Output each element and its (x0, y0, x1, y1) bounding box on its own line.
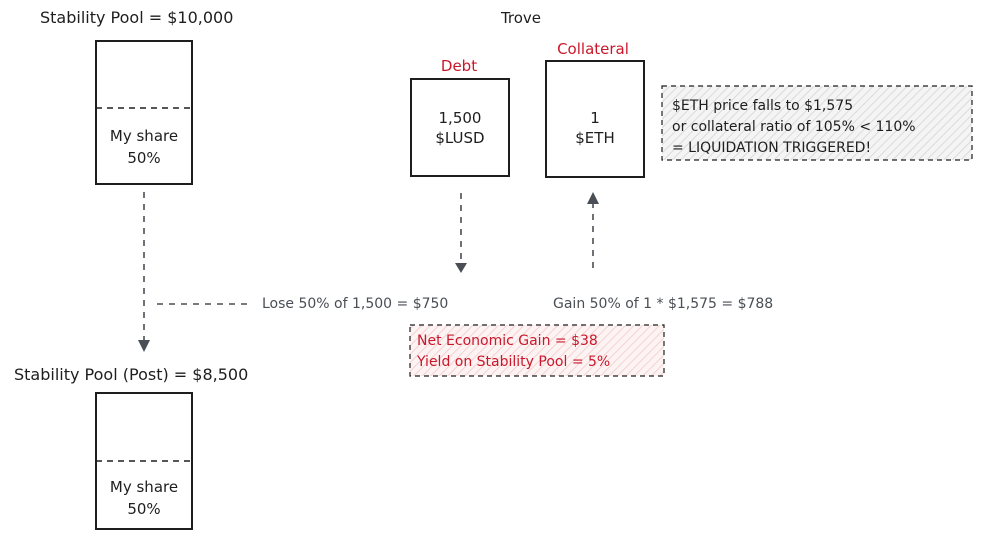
debt-down-arrow (455, 193, 467, 273)
result-note-line1: Net Economic Gain = $38 (417, 333, 598, 349)
pool-after-box (95, 392, 193, 530)
lose-label: Lose 50% of 1,500 = $750 (262, 296, 448, 312)
pool-before-share-label: My share (110, 127, 178, 145)
pool-after-title: Stability Pool (Post) = $8,500 (14, 365, 248, 384)
pool-down-arrow (138, 192, 150, 352)
liquidation-note-line3: = LIQUIDATION TRIGGERED! (672, 140, 871, 156)
liquidation-note-line1: $ETH price falls to $1,575 (672, 98, 853, 114)
debt-amount: 1,500 (439, 109, 482, 127)
collateral-token: $ETH (575, 129, 614, 147)
pool-before-box (95, 40, 193, 185)
result-note-box (409, 324, 665, 377)
trove-title: Trove (500, 9, 541, 27)
collateral-box (545, 60, 645, 178)
pool-after-share-label: My share (110, 478, 178, 496)
collateral-amount: 1 (590, 109, 600, 127)
debt-label: Debt (441, 57, 477, 75)
result-note-line2: Yield on Stability Pool = 5% (416, 354, 610, 370)
collateral-up-arrow (587, 192, 599, 268)
collateral-label: Collateral (557, 40, 629, 58)
gain-label: Gain 50% of 1 * $1,575 = $788 (553, 296, 773, 312)
liquidation-note-box (661, 85, 973, 161)
debt-box (410, 78, 510, 177)
pool-after-share-value: 50% (127, 500, 160, 518)
debt-token: $LUSD (435, 129, 484, 147)
liquidation-note-line2: or collateral ratio of 105% < 110% (672, 119, 916, 135)
pool-before-title: Stability Pool = $10,000 (40, 8, 233, 27)
pool-before-share-value: 50% (127, 149, 160, 167)
